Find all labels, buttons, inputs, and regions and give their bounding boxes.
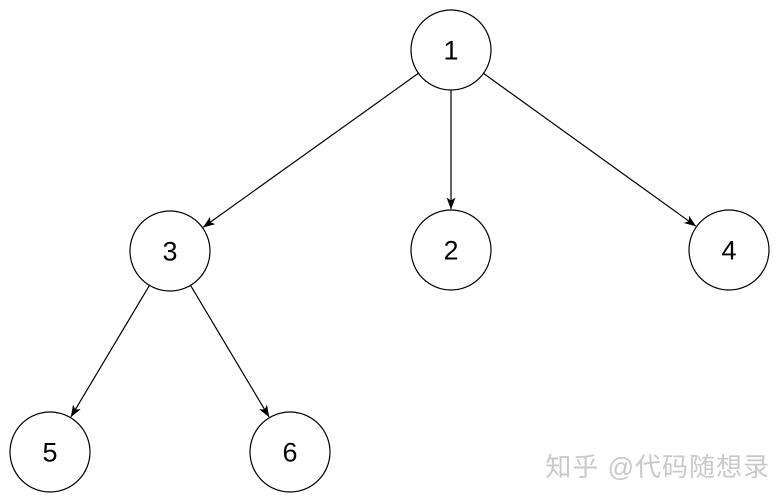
tree-edge-3-to-5: [70, 285, 151, 418]
tree-node-label-3: 3: [162, 237, 177, 267]
tree-node-circle-5: [9, 411, 91, 493]
tree-edge-3-to-6: [189, 285, 270, 418]
tree-node-label-6: 6: [282, 438, 297, 468]
tree-node-label-2: 2: [443, 236, 458, 266]
tree-node-1: 1: [410, 9, 492, 91]
tree-edge-1-to-4: [483, 72, 697, 227]
tree-node-5: 5: [9, 411, 91, 493]
tree-node-circle-3: [129, 210, 211, 292]
tree-node-3: 3: [129, 210, 211, 292]
tree-node-label-5: 5: [42, 438, 57, 468]
tree-node-circle-2: [410, 209, 492, 291]
tree-node-label-1: 1: [443, 36, 458, 66]
tree-edge-1-to-3: [202, 72, 419, 228]
tree-node-4: 4: [688, 209, 770, 291]
tree-node-circle-6: [249, 411, 331, 493]
tree-node-2: 2: [410, 209, 492, 291]
tree-node-circle-1: [410, 9, 492, 91]
tree-node-6: 6: [249, 411, 331, 493]
tree-node-circle-4: [688, 209, 770, 291]
watermark-text: 知乎 @代码随想录: [545, 452, 770, 482]
tree-node-label-4: 4: [721, 236, 736, 266]
